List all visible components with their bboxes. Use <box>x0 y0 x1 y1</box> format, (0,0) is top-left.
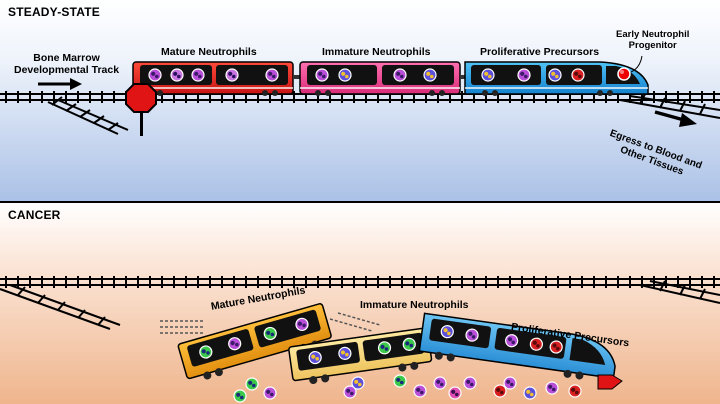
cancer-engine-nose <box>597 374 623 390</box>
steady-state-panel: STEADY-STATE Bone Marrow Developmental T… <box>0 0 720 202</box>
motion-lines <box>160 312 381 334</box>
neutrophil-cell-icon <box>338 68 352 82</box>
neutrophil-cell-icon <box>433 376 447 390</box>
steady-proliferative-engine <box>464 61 649 96</box>
track-direction-arrow-icon <box>38 78 82 90</box>
steady-state-illustration <box>0 55 720 136</box>
neutrophil-cell-icon <box>493 384 507 398</box>
cancer-left-branch-track <box>0 284 121 330</box>
neutrophil-cell-icon <box>413 384 427 398</box>
neutrophil-cell-icon <box>263 326 277 341</box>
engine-label-pointer <box>630 55 643 73</box>
engine-label: Early Neutrophil Progenitor <box>616 29 690 52</box>
cancer-proliferative-engine <box>418 312 616 380</box>
neutrophil-cell-icon <box>315 68 329 82</box>
neutrophil-cell-icon <box>465 328 479 342</box>
engine-label-line-2: Progenitor <box>628 39 677 51</box>
neutrophil-cell-icon <box>295 317 309 332</box>
neutrophil-cell-icon <box>393 68 407 82</box>
neutrophil-cell-icon <box>148 68 162 82</box>
steady-immature-label: Immature Neutrophils <box>322 46 431 58</box>
neutrophil-cell-icon <box>523 386 537 400</box>
panel-divider <box>0 201 720 203</box>
track-label: Bone Marrow Developmental Track <box>14 52 119 76</box>
left-branch-track <box>47 96 129 135</box>
neutrophil-cell-icon <box>351 376 365 390</box>
cancer-illustration <box>0 276 720 403</box>
right-branch-track <box>619 93 720 119</box>
neutrophil-cell-icon <box>571 68 585 82</box>
neutrophil-cell-icon <box>481 68 495 82</box>
neutrophil-cell-icon <box>402 337 416 351</box>
steady-proliferative-label: Proliferative Precursors <box>480 46 600 58</box>
steady-mature-label: Mature Neutrophils <box>161 46 257 58</box>
neutrophil-cell-icon <box>448 386 462 400</box>
cancer-right-branch-track <box>639 280 720 304</box>
cancer-immature-label: Immature Neutrophils <box>360 299 469 311</box>
cancer-mature-neutrophil-car <box>177 303 332 380</box>
neutrophil-cell-icon <box>529 337 543 351</box>
cancer-immature-neutrophil-car <box>288 327 433 385</box>
neutrophil-cell-icon <box>170 68 184 82</box>
neutrophil-cell-icon <box>568 384 582 398</box>
neutrophil-cell-icon <box>225 68 239 82</box>
neutrophil-cell-icon <box>548 68 562 82</box>
early-progenitor-cell <box>617 67 631 81</box>
neutrophil-cell-icon <box>308 350 322 365</box>
neutrophil-cell-icon <box>228 337 242 351</box>
steady-mature-neutrophil-car <box>132 61 294 96</box>
neutrophil-cell-icon <box>245 377 259 391</box>
steady-state-title: STEADY-STATE <box>8 5 100 19</box>
neutrophil-cell-icon <box>191 68 205 82</box>
track-label-line-2: Developmental Track <box>14 64 120 77</box>
neutrophil-cell-icon <box>377 341 392 355</box>
neutrophil-cell-icon <box>423 68 437 82</box>
neutrophil-cell-icon <box>503 376 517 390</box>
neutrophil-cell-icon <box>265 68 279 82</box>
neutrophil-cell-icon <box>549 340 563 354</box>
neutrophil-cell-icon <box>343 385 357 399</box>
neutrophil-cell-icon <box>233 389 247 403</box>
track-label-line-1: Bone Marrow <box>33 52 100 64</box>
cancer-panel: CANCER Mature Neutrophils Immature Neutr… <box>0 203 720 404</box>
cancer-main-track <box>0 276 720 288</box>
neutrophil-cell-icon <box>338 346 352 360</box>
neutrophil-cell-icon <box>440 325 454 339</box>
egress-arrow-icon <box>654 110 697 127</box>
neutrophil-cell-icon <box>505 334 519 348</box>
neutrophil-cell-icon <box>545 381 559 395</box>
neutrophil-cell-icon <box>517 68 531 82</box>
spilled-neutrophils <box>233 374 582 403</box>
neutrophil-cell-icon <box>199 345 213 359</box>
neutrophil-cell-icon <box>393 374 407 388</box>
steady-immature-neutrophil-car <box>299 61 461 96</box>
stop-sign-icon <box>125 83 157 136</box>
neutrophil-cell-icon <box>263 386 277 400</box>
engine-label-line-1: Early Neutrophil <box>616 29 690 40</box>
neutrophil-cell-icon <box>463 376 477 390</box>
cancer-title: CANCER <box>8 208 61 222</box>
